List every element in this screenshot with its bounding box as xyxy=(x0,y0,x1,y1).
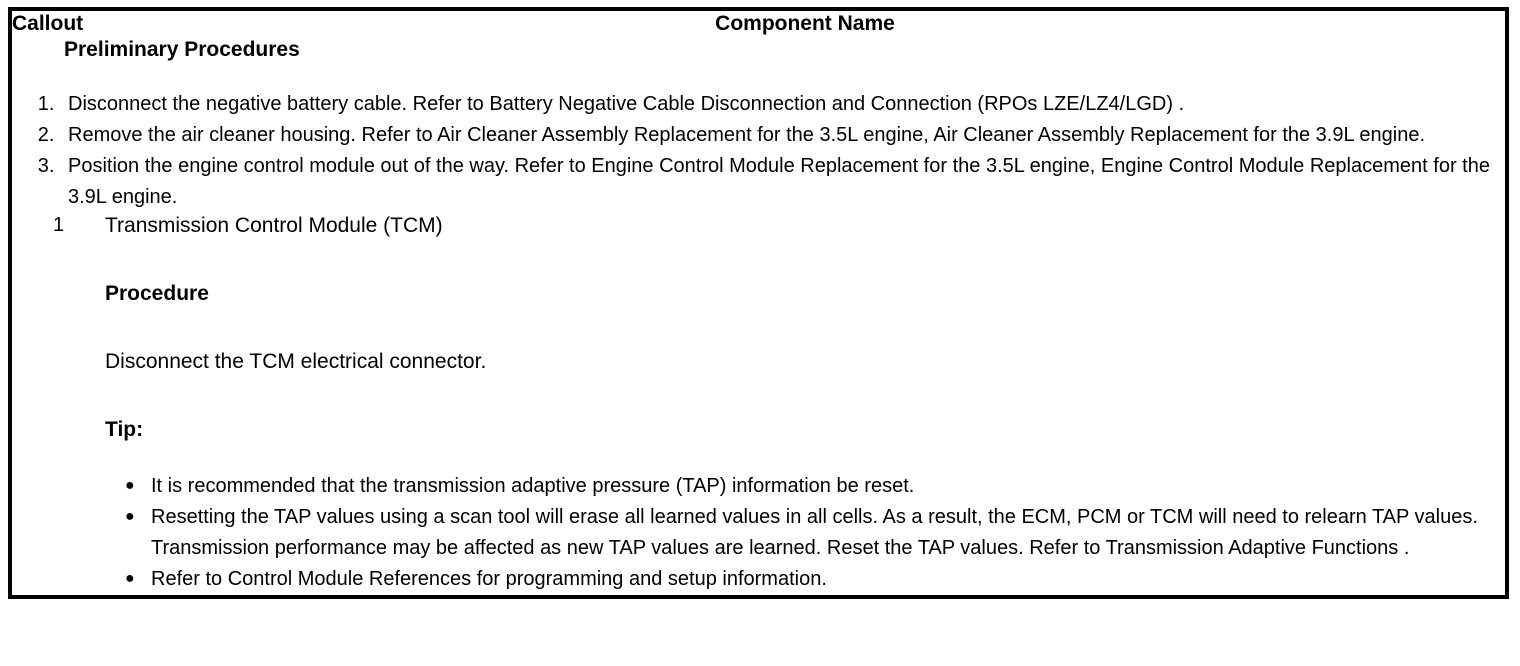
column-header-component-name: Component Name xyxy=(715,12,895,35)
component-table: Callout Component Name Preliminary Proce… xyxy=(8,7,1509,599)
column-header-callout: Callout xyxy=(12,12,84,35)
preliminary-procedures-row: Preliminary Procedures Disconnect the ne… xyxy=(10,37,1507,213)
procedure-heading: Procedure xyxy=(105,282,209,305)
tip-list: It is recommended that the transmission … xyxy=(105,470,1505,595)
preliminary-step-1: Disconnect the negative battery cable. R… xyxy=(60,89,1505,120)
table-header-row: Callout Component Name xyxy=(10,9,1507,37)
preliminary-procedures-cell: Preliminary Procedures Disconnect the ne… xyxy=(10,37,1507,213)
list-item: It is recommended that the transmission … xyxy=(105,470,1505,502)
callout-number: 1 xyxy=(52,214,65,236)
preliminary-step-3: Position the engine control module out o… xyxy=(60,151,1505,213)
component-title: Transmission Control Module (TCM) xyxy=(105,214,443,237)
tip-heading: Tip: xyxy=(105,418,144,441)
list-item: Refer to Control Module References for p… xyxy=(105,563,1505,595)
table-row: 1 Transmission Control Module (TCM) Proc… xyxy=(10,213,1507,597)
preliminary-procedures-title: Preliminary Procedures xyxy=(64,38,300,61)
procedure-text: Disconnect the TCM electrical connector. xyxy=(105,350,487,373)
component-description-cell: Transmission Control Module (TCM) Proced… xyxy=(105,213,1507,597)
preliminary-steps-list: Disconnect the negative battery cable. R… xyxy=(12,89,1505,213)
list-item: Resetting the TAP values using a scan to… xyxy=(105,501,1505,564)
preliminary-step-2: Remove the air cleaner housing. Refer to… xyxy=(60,120,1505,151)
